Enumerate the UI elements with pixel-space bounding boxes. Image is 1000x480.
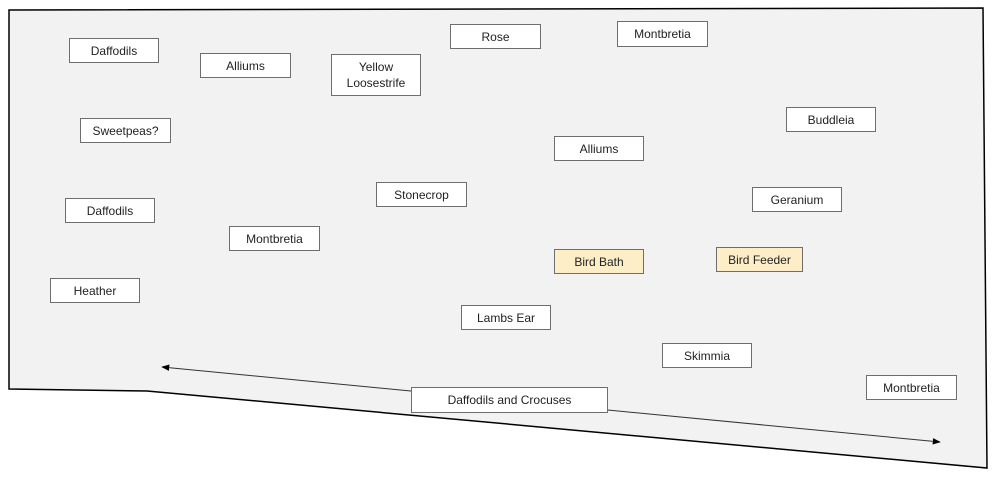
plant-label-montbretia-1: Montbretia [617,21,708,47]
plant-label-lambs-ear: Lambs Ear [461,305,551,330]
plant-label-geranium: Geranium [752,187,842,212]
plant-label-buddleia: Buddleia [786,107,876,132]
plant-label-daffodils-1: Daffodils [69,38,159,63]
plant-label-montbretia-3: Montbretia [866,375,957,400]
plant-label-rose: Rose [450,24,541,49]
plant-label-alliums-2: Alliums [554,136,644,161]
plant-label-stonecrop: Stonecrop [376,182,467,207]
plant-label-heather: Heather [50,278,140,303]
plant-label-bird-feeder: Bird Feeder [716,247,803,272]
plant-label-sweetpeas: Sweetpeas? [80,118,171,143]
plant-label-yellow-loosestrife: Yellow Loosestrife [331,54,421,96]
plant-label-bird-bath: Bird Bath [554,249,644,274]
plant-label-daffodils-and-crocuses: Daffodils and Crocuses [411,387,608,413]
plant-label-montbretia-2: Montbretia [229,226,320,251]
plant-label-skimmia: Skimmia [662,343,752,368]
plant-label-daffodils-2: Daffodils [65,198,155,223]
plant-label-alliums-1: Alliums [200,53,291,78]
